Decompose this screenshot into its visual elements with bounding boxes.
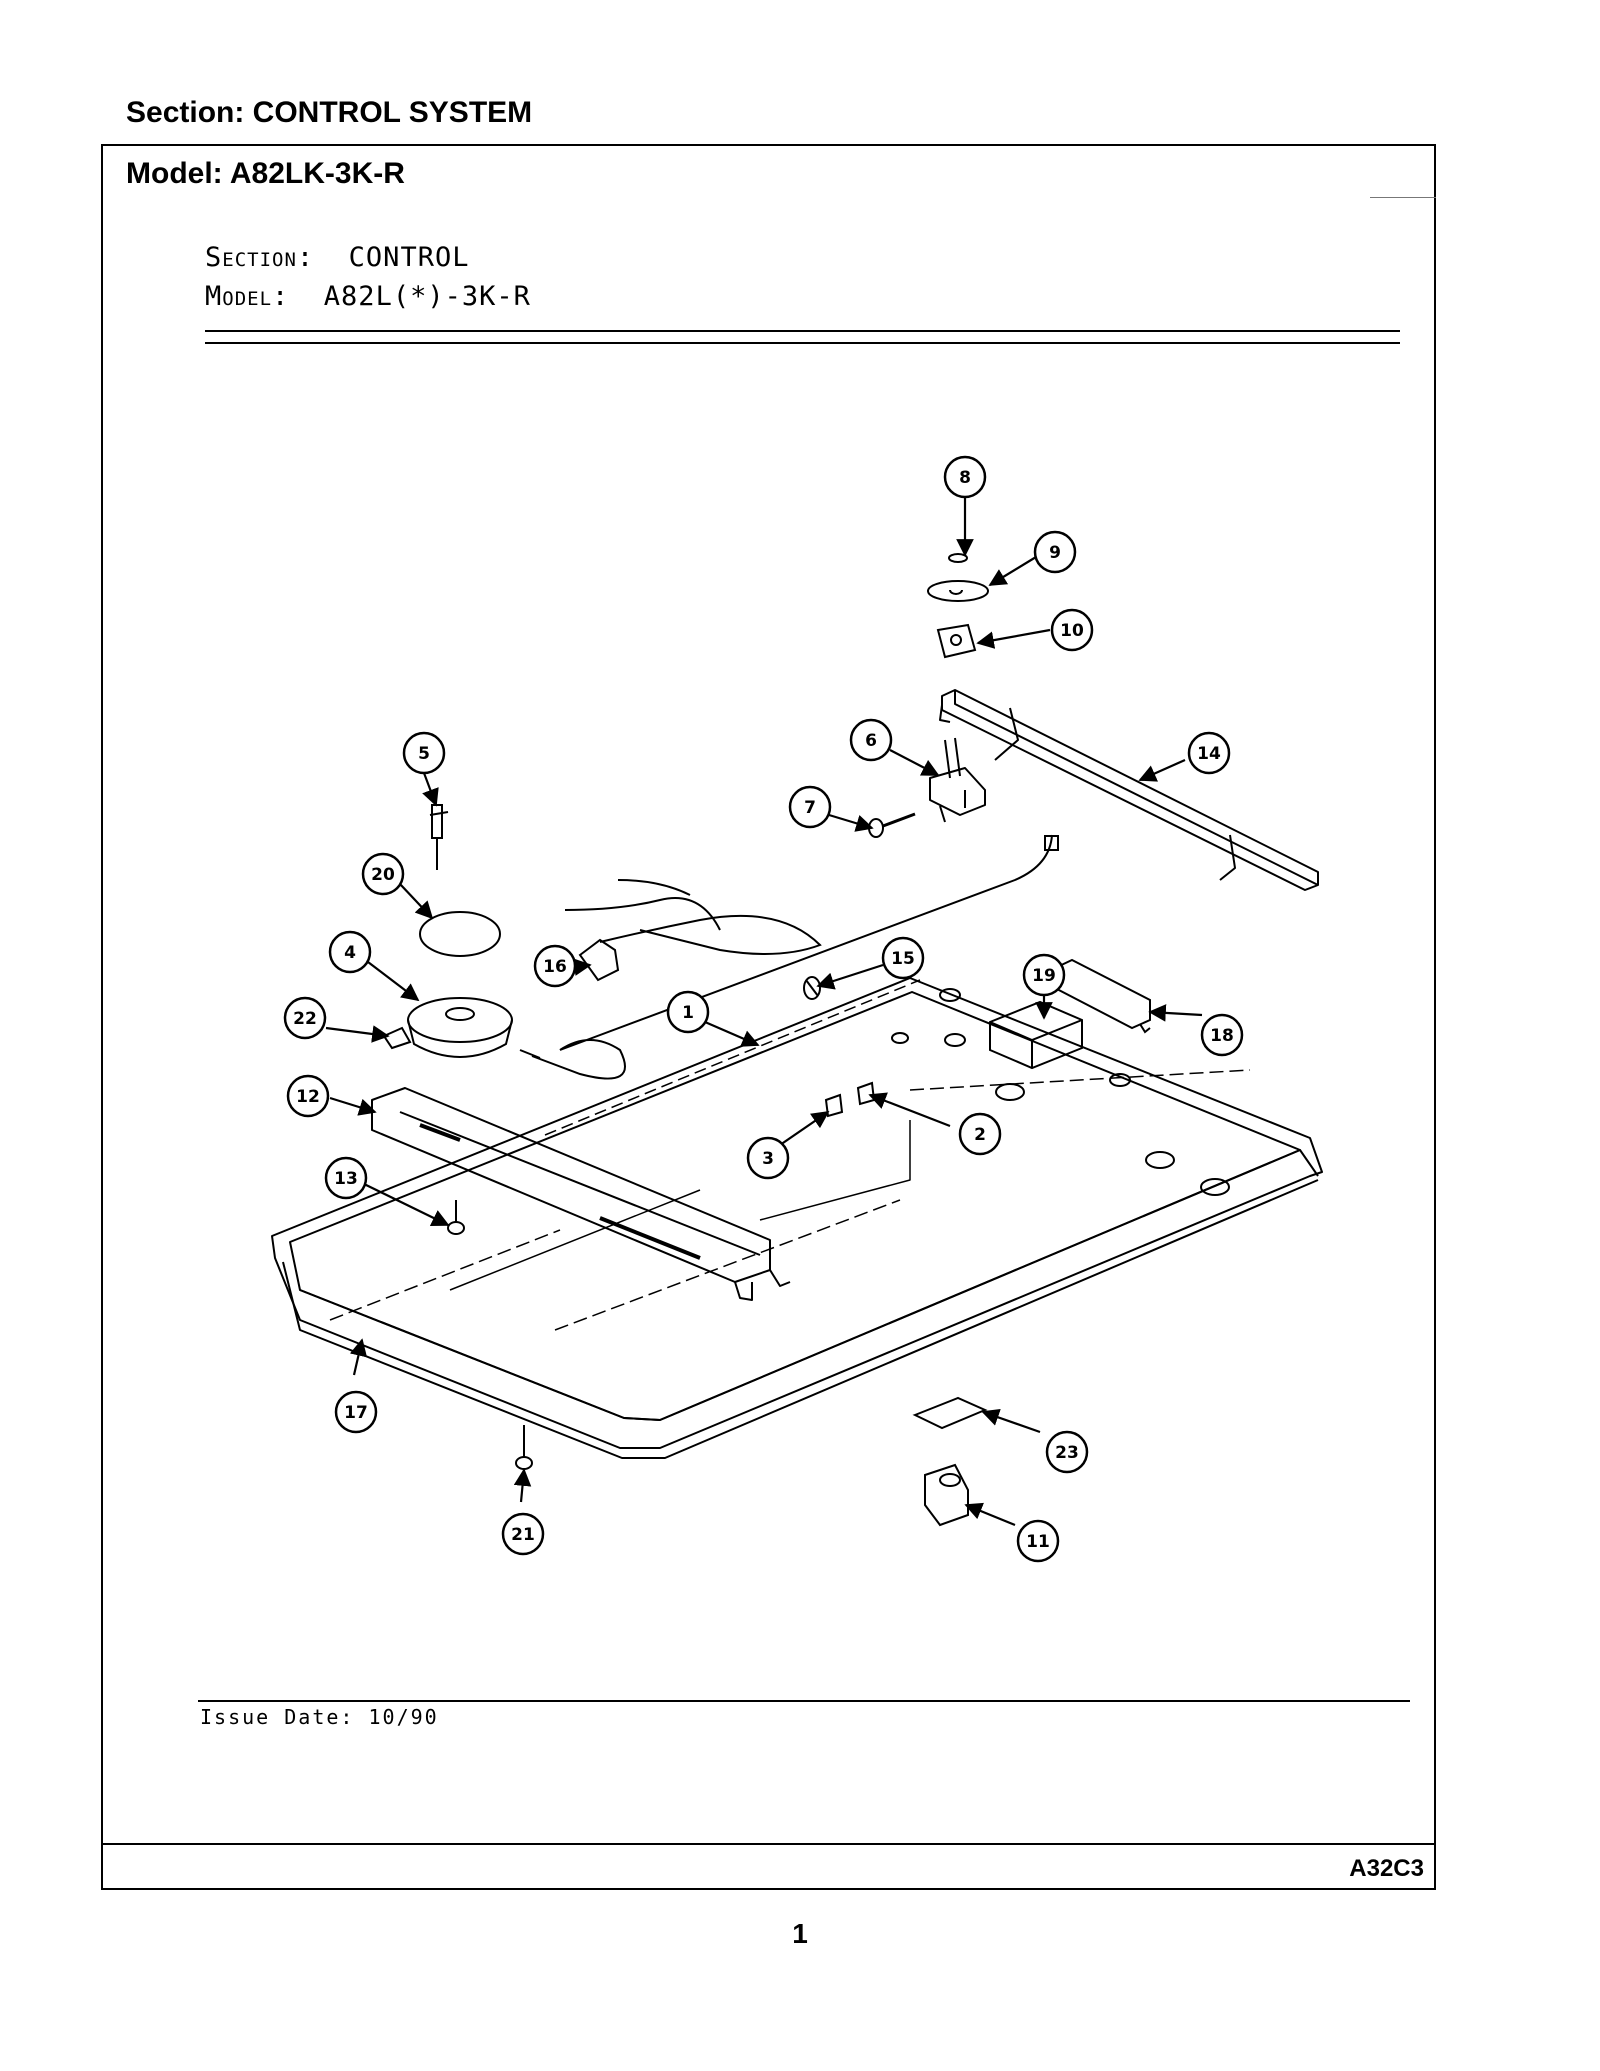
screw-13 (447, 1200, 465, 1235)
callout-13 (324, 1156, 368, 1200)
callout-label-23: 23 (1055, 1443, 1079, 1463)
igniter-5 (429, 804, 449, 870)
inner-model-key: Model: (205, 281, 290, 312)
callout-label-11: 11 (1026, 1532, 1050, 1552)
plate-18 (1054, 958, 1151, 1034)
callout-label-16: 16 (543, 957, 567, 977)
callout-6 (849, 718, 893, 762)
frame-divider (101, 1843, 1436, 1845)
callout-label-18: 18 (1210, 1026, 1234, 1046)
callout-label-10: 10 (1060, 621, 1084, 641)
plate-23 (912, 1396, 988, 1430)
leader-lines (325, 497, 1203, 1527)
footer-code: A32C3 (1349, 1855, 1424, 1882)
callout-19 (1022, 953, 1066, 997)
cooktop-base-pan (271, 977, 1323, 1459)
switch-11 (924, 1463, 969, 1527)
callout-label-8: 8 (959, 468, 971, 488)
callout-label-4: 4 (344, 943, 356, 963)
section-title: Section: CONTROL SYSTEM (126, 96, 533, 129)
header-rule-top (205, 330, 1400, 332)
callout-7 (788, 785, 832, 829)
callout-11 (1016, 1519, 1060, 1563)
inner-section-key: Section: (205, 242, 315, 273)
callout-21 (501, 1512, 545, 1556)
inner-model-line: Model: A82L(*)-3K-R (205, 281, 531, 312)
callout-20 (361, 852, 405, 896)
switch-2-3 (824, 1081, 876, 1118)
callout-label-19: 19 (1032, 966, 1056, 986)
callout-labels: 8 9 10 6 14 7 5 20 4 22 16 15 1 19 18 12… (293, 468, 1234, 1552)
model-title: Model: A82LK-3K-R (126, 157, 405, 190)
stacked-parts-8-9-10 (927, 553, 989, 659)
callout-22 (283, 996, 327, 1040)
callout-label-13: 13 (334, 1169, 358, 1189)
callout-2 (958, 1112, 1002, 1156)
box-19 (989, 1000, 1083, 1070)
callout-23 (1045, 1430, 1089, 1474)
callout-label-21: 21 (511, 1525, 535, 1545)
callout-9 (1033, 530, 1077, 574)
callout-4 (328, 930, 372, 974)
issue-rule (198, 1700, 1410, 1702)
callout-label-9: 9 (1049, 543, 1061, 563)
burner-4 (407, 997, 513, 1058)
callout-8 (943, 455, 987, 499)
callout-label-6: 6 (865, 731, 877, 751)
screw-7 (868, 812, 916, 838)
callout-label-2: 2 (974, 1125, 986, 1145)
o-ring-20 (419, 911, 501, 957)
callout-3 (746, 1136, 790, 1180)
manifold-14 (939, 689, 1319, 891)
corner-mark (1370, 197, 1436, 198)
page-number: 1 (792, 1918, 808, 1949)
callout-label-1: 1 (682, 1003, 694, 1023)
issue-date: Issue Date: 10/90 (200, 1705, 439, 1729)
callout-15 (881, 936, 925, 980)
callout-circles (283, 455, 1244, 1563)
callout-12 (286, 1074, 330, 1118)
callout-1 (666, 990, 710, 1034)
callout-5 (402, 731, 446, 775)
inner-section-line: Section: CONTROL (205, 242, 469, 273)
bracket-12 (371, 1087, 791, 1301)
callout-18 (1200, 1013, 1244, 1057)
inner-model-value: A82L(*)-3K-R (323, 281, 531, 312)
page-frame (101, 144, 1436, 1890)
nut-15 (803, 976, 821, 1000)
callout-14 (1187, 731, 1231, 775)
callout-17 (334, 1390, 378, 1434)
callout-label-20: 20 (371, 865, 395, 885)
callout-label-3: 3 (762, 1149, 774, 1169)
valve-6 (929, 737, 986, 823)
clip-22 (382, 1026, 412, 1050)
callout-label-17: 17 (344, 1403, 368, 1423)
gas-tube-1 (519, 834, 1059, 1080)
callout-label-22: 22 (293, 1009, 317, 1029)
callout-label-7: 7 (804, 798, 816, 818)
callout-16 (533, 944, 577, 988)
base-pan-holes (891, 988, 1230, 1196)
wire-harness-16 (564, 879, 822, 982)
callout-label-14: 14 (1197, 744, 1221, 764)
callout-label-15: 15 (891, 949, 915, 969)
inner-section-value: CONTROL (348, 242, 470, 273)
callout-label-12: 12 (296, 1087, 320, 1107)
callout-10 (1050, 608, 1094, 652)
header-rule-bottom (205, 342, 1400, 344)
screw-21 (515, 1425, 533, 1470)
callout-label-5: 5 (418, 744, 430, 764)
